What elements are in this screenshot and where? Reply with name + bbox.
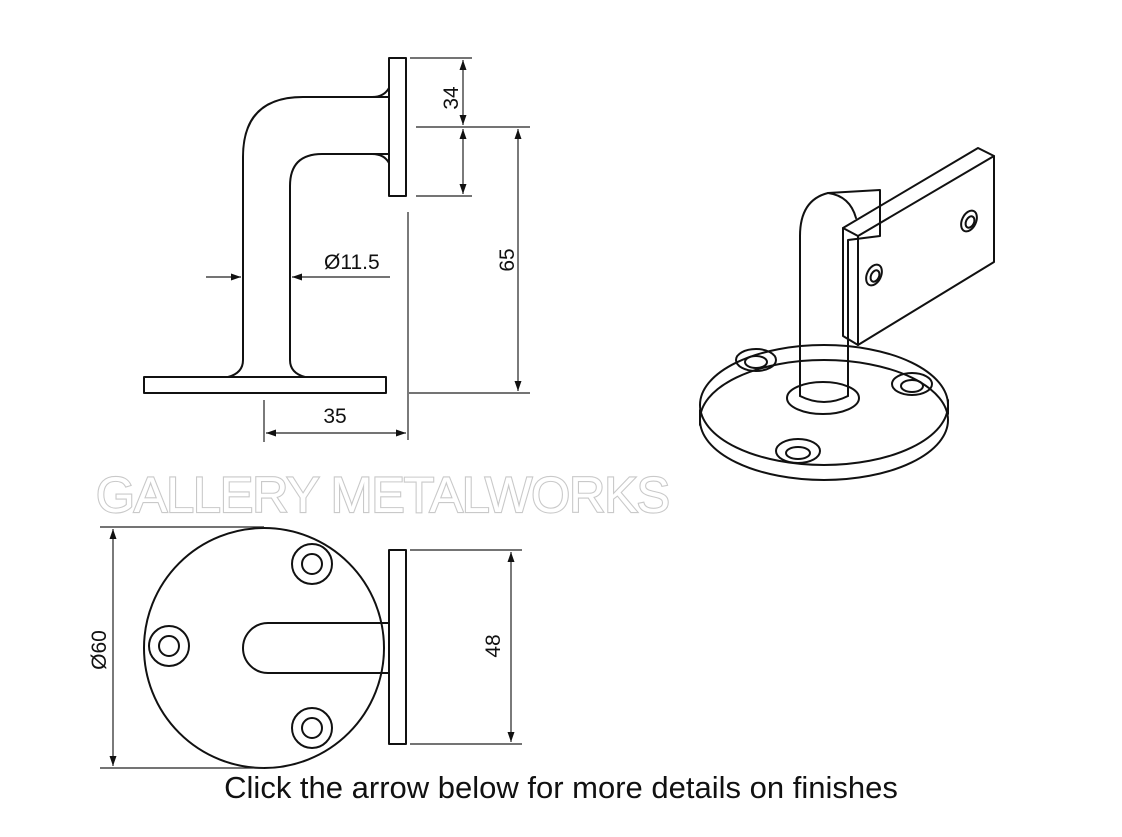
side-elevation-view: 34 65 Ø11.5 35	[143, 57, 530, 442]
caption-text: Click the arrow below for more details o…	[224, 770, 898, 805]
bracket-arm-inner	[289, 153, 390, 378]
plan-hole-bottom	[291, 707, 333, 749]
plan-hole-left	[148, 625, 190, 667]
bar-plan	[242, 622, 390, 674]
dim-bracket-height-label: 65	[496, 248, 519, 271]
base-disc-top	[699, 344, 949, 466]
base-hole-right	[891, 372, 933, 396]
bracket-arm-outer	[227, 95, 390, 378]
dim-projection-label: 35	[323, 405, 346, 428]
base-hole-left	[735, 348, 777, 372]
dim-base-diameter-label: Ø60	[88, 630, 111, 670]
dim-flange-height-label: 34	[440, 86, 463, 110]
dim-flange-width-label: 48	[482, 634, 505, 657]
base-hole-front	[775, 438, 821, 464]
base-disc-bottom	[699, 359, 949, 481]
plan-view: Ø60 48	[88, 526, 522, 769]
dim-bar-diameter-label: Ø11.5	[324, 251, 380, 274]
isometric-view	[699, 147, 995, 481]
plan-hole-top	[291, 543, 333, 585]
wall-plate-side	[388, 57, 407, 197]
iso-wall-plate	[842, 147, 995, 346]
watermark-text: GALLERY METALWORKS	[96, 467, 669, 523]
wall-plate-plan	[388, 549, 407, 745]
iso-vertical-bar	[799, 189, 881, 397]
base-plate-plan	[143, 527, 385, 769]
base-plate-side	[143, 376, 387, 394]
